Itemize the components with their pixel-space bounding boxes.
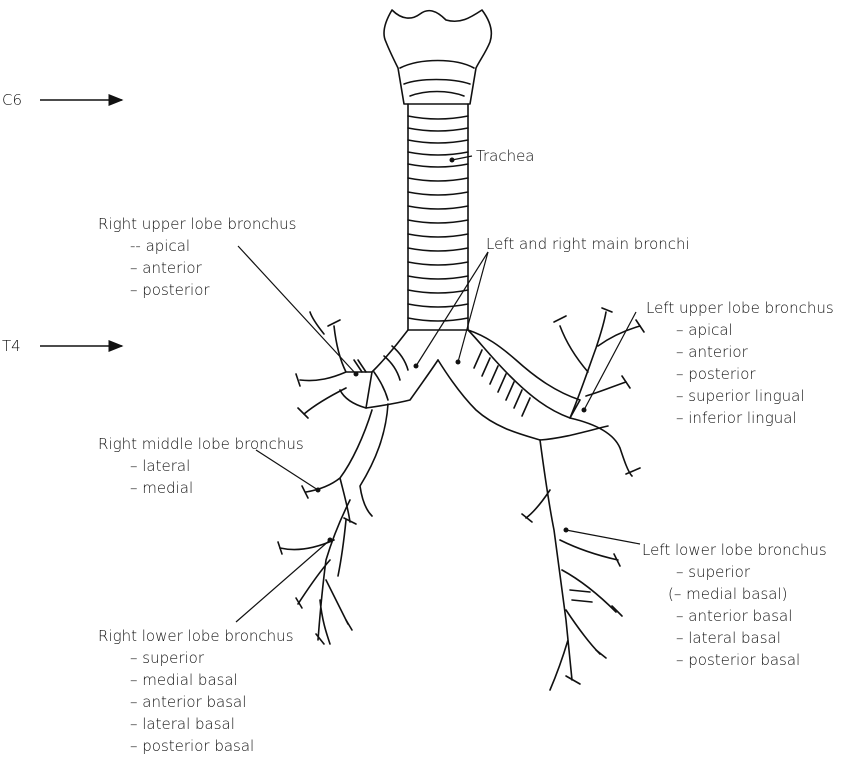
trachea — [408, 104, 468, 330]
left-upper-item: – inferior lingual — [646, 407, 834, 429]
left-main-bronchus — [468, 330, 580, 418]
right-lower-item: – anterior basal — [98, 691, 294, 713]
main-bronchi-leader-right — [416, 252, 488, 366]
left-upper-lobe-bronchus — [560, 312, 640, 476]
left-lower-title: Left lower lobe bronchus — [642, 539, 827, 561]
trachea-leader — [452, 156, 472, 160]
c6-label: C6 — [2, 89, 22, 111]
right-lower-lobe-label: Right lower lobe bronchus – superior – m… — [98, 625, 294, 757]
left-upper-title: Left upper lobe bronchus — [646, 297, 834, 319]
right-upper-title: Right upper lobe bronchus — [98, 213, 296, 235]
right-upper-item: -- apical — [98, 235, 296, 257]
right-lower-leader — [236, 540, 330, 622]
left-lower-item: – lateral basal — [642, 627, 827, 649]
trachea-rings — [408, 116, 468, 321]
right-lower-title: Right lower lobe bronchus — [98, 625, 294, 647]
right-upper-item: – anterior — [98, 257, 296, 279]
left-upper-lobe-label: Left upper lobe bronchus – apical – ante… — [646, 297, 834, 429]
right-middle-lobe-label: Right middle lobe bronchus – lateral – m… — [98, 433, 304, 499]
right-lower-item: – medial basal — [98, 669, 294, 691]
larynx — [384, 10, 491, 104]
right-middle-item: – lateral — [98, 455, 304, 477]
right-middle-item: – medial — [98, 477, 304, 499]
left-lower-item: (– medial basal) — [642, 583, 827, 605]
left-upper-item: – anterior — [646, 341, 834, 363]
right-main-bronchus — [366, 330, 438, 408]
right-upper-item: – posterior — [98, 279, 296, 301]
right-middle-lobe-bronchus — [306, 410, 372, 522]
left-lower-item: – posterior basal — [642, 649, 827, 671]
right-lower-item: – lateral basal — [98, 713, 294, 735]
trachea-label: Trachea — [476, 145, 535, 167]
main-bronchi-label: Left and right main bronchi — [486, 233, 690, 255]
left-lower-item: – superior — [642, 561, 827, 583]
main-bronchi-leader-left — [458, 252, 488, 362]
right-lower-item: – posterior basal — [98, 735, 294, 757]
t4-label: T4 — [2, 335, 21, 357]
left-upper-item: – superior lingual — [646, 385, 834, 407]
left-lower-lobe-label: Left lower lobe bronchus – superior (– m… — [642, 539, 827, 671]
left-lower-lobe-bronchus — [526, 440, 618, 690]
left-lower-item: – anterior basal — [642, 605, 827, 627]
left-upper-item: – apical — [646, 319, 834, 341]
right-lower-item: – superior — [98, 647, 294, 669]
left-upper-item: – posterior — [646, 363, 834, 385]
right-upper-lobe-label: Right upper lobe bronchus -- apical – an… — [98, 213, 296, 301]
larynx-detail — [400, 61, 474, 69]
left-lower-leader — [566, 530, 640, 544]
right-middle-title: Right middle lobe bronchus — [98, 433, 304, 455]
